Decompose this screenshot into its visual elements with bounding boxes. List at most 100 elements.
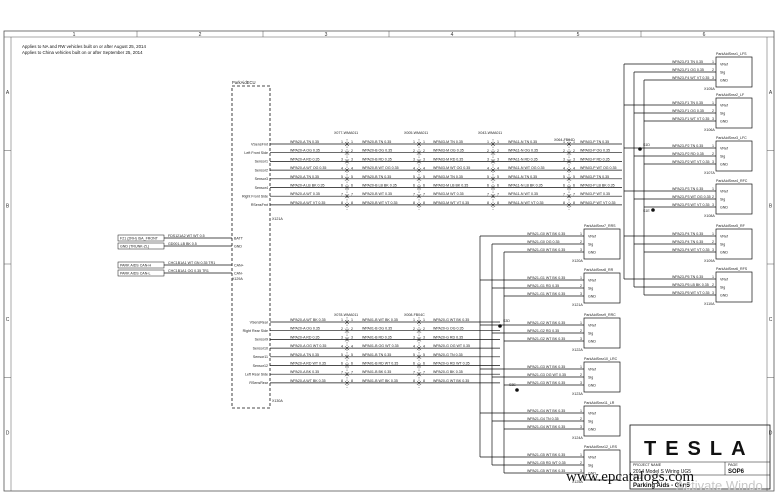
watermark-site: www.epcatalogs.com bbox=[566, 469, 694, 485]
wire-label: WPA03-M TN 0.35 bbox=[433, 140, 463, 144]
pin-number: 4 bbox=[563, 166, 565, 170]
title-label: TITLE bbox=[633, 476, 643, 480]
wire-label: WPA01-B TN 0.35 bbox=[362, 353, 391, 357]
rear-sensor-connector: X124A bbox=[572, 436, 583, 440]
rear-sensor-wire-label: WPA21-G1 WT BK 0.35 bbox=[527, 276, 565, 280]
pin-number: 4 bbox=[341, 166, 343, 170]
pin-number: 4 bbox=[487, 166, 489, 170]
wire-label: WPA20-G OG WT 0.35 bbox=[433, 344, 470, 348]
connector-pin bbox=[492, 176, 496, 181]
rear-sensor-name: ParkAidSnsr12_LRS bbox=[584, 445, 618, 449]
wire-label: WPA20-A WT 0.35 bbox=[290, 192, 320, 196]
pin-number: 1 bbox=[351, 318, 353, 322]
pin-number: 8 bbox=[351, 201, 353, 205]
pin-number: 6 bbox=[341, 184, 343, 188]
pin-number: 5 bbox=[351, 175, 353, 179]
rear-sensor-connector: X123A bbox=[572, 392, 583, 396]
power-wire-label: CHC1B1A1 WT GN 0.35 TR1 bbox=[168, 261, 215, 265]
wire-label: WPA20-A OG 0.35 bbox=[290, 149, 320, 153]
rear-sensor-pin-number: 3 bbox=[580, 425, 582, 429]
power-wire-label: FDS121A2 WT WT 0.5 bbox=[168, 234, 205, 238]
note-china: Applies to China vehicles built on or af… bbox=[22, 50, 143, 55]
front-sensor-wire-label: WPA23-P2 RD 0.35 bbox=[672, 152, 704, 156]
wire-label: WPA01-B RD WT 0.35 bbox=[362, 362, 398, 366]
wire-label: WPA11-N WT 0.35 bbox=[508, 192, 538, 196]
front-sensor-name: ParkAidSnsr1_LFS bbox=[716, 52, 747, 56]
splice-rear-1: S3D bbox=[503, 319, 510, 323]
rear-sensor-wire-label: WPA21-G3 WT BK 0.35 bbox=[527, 365, 565, 369]
rear-sensor-pin-label: VRef bbox=[588, 367, 596, 371]
zone-col-label: 3 bbox=[325, 32, 328, 38]
pin-number: 3 bbox=[413, 336, 415, 340]
connector-pin bbox=[418, 337, 422, 342]
rear-sensor-wire-label: WPA21-G4 TN 0.35 bbox=[527, 417, 559, 421]
note-na-rw: Applies to NA and RW vehicles built on o… bbox=[22, 44, 146, 49]
front-sensor-wire-label: WPA23-P4 WT VT 0.35 bbox=[672, 248, 710, 252]
pin-number: 6 bbox=[497, 184, 499, 188]
wire-label: WPA03-P LB BK 0.35 bbox=[580, 184, 615, 188]
pin-number: 8 bbox=[341, 379, 343, 383]
rear-sensor-pin-label: GND bbox=[588, 339, 596, 343]
pin-number: 1 bbox=[573, 140, 575, 144]
ecu-front-pin-label: RSensFrnt bbox=[251, 203, 268, 207]
front-sensor-connector: X109A bbox=[704, 259, 715, 263]
ecu-rear-pin-label: Sensor9 bbox=[255, 338, 268, 342]
front-sensor-pin-label: VRef bbox=[720, 146, 728, 150]
pin-number: 4 bbox=[423, 166, 425, 170]
pin-number: 3 bbox=[423, 336, 425, 340]
pin-number: 6 bbox=[341, 362, 343, 366]
ecu-power-pin-label: BATT bbox=[234, 236, 244, 240]
wire-label: WPA01-B RD 0.35 bbox=[362, 335, 392, 339]
front-sensor-connector: X106A bbox=[704, 128, 715, 132]
zone-row-label: B bbox=[769, 203, 773, 209]
wire-label: WPA11-N TN 0.35 bbox=[508, 140, 537, 144]
wire-label: WPA03-M TN 0.35 bbox=[433, 175, 463, 179]
pin-number: 5 bbox=[341, 175, 343, 179]
pin-number: 1 bbox=[487, 140, 489, 144]
front-sensor-pin-number: 3 bbox=[712, 248, 714, 252]
ecu-power-pin-label: GND bbox=[234, 244, 242, 248]
rear-sensor-wire-label: WPA21-G4 WT BK 0.35 bbox=[527, 425, 565, 429]
pin-number: 3 bbox=[487, 158, 489, 162]
pin-number: 1 bbox=[351, 140, 353, 144]
ecu-rear-pin-label: Left Rear Side bbox=[245, 373, 268, 377]
front-sensor-pin-number: 3 bbox=[712, 76, 714, 80]
pin-number: 5 bbox=[497, 175, 499, 179]
pin-number: 1 bbox=[341, 318, 343, 322]
wire-label: WPA01-B WT BK 0.35 bbox=[362, 379, 398, 383]
wire-label: WPA20-G RD WT 0.35 bbox=[433, 362, 470, 366]
pin-number: 8 bbox=[497, 201, 499, 205]
power-wire-label: CHC1B1A1 OG 0.35 TR1 bbox=[168, 269, 209, 273]
rear-sensor-pin-number: 2 bbox=[580, 240, 582, 244]
front-sensor-pin-label: Sig bbox=[720, 154, 725, 158]
front-sensor-pin-number: 3 bbox=[712, 291, 714, 295]
front-sensor-pin-label: Sig bbox=[720, 111, 725, 115]
pin-number: 5 bbox=[351, 353, 353, 357]
front-sensor-connector: X105A bbox=[704, 87, 715, 91]
front-sensor-pin-number: 2 bbox=[712, 109, 714, 113]
wire-label: WPA20-B WT 0.35 bbox=[362, 192, 392, 196]
front-sensor-pin-label: VRef bbox=[720, 103, 728, 107]
rear-sensor-wire-label: WPA21-G1 RD 0.35 bbox=[527, 284, 559, 288]
pin-number: 5 bbox=[423, 353, 425, 357]
pin-number: 7 bbox=[341, 192, 343, 196]
pin-number: 6 bbox=[487, 184, 489, 188]
front-sensor-pin-label: Sig bbox=[720, 285, 725, 289]
ecu-conn-power: X129A bbox=[232, 277, 243, 281]
ecu-power-pin-label: CAN- bbox=[234, 271, 244, 275]
pin-number: 1 bbox=[413, 318, 415, 322]
rear-sensor-connector: X122A bbox=[572, 348, 583, 352]
wire-label: WPA20-B RD 0.35 bbox=[362, 157, 392, 161]
splice-dot bbox=[498, 324, 502, 328]
pin-number: 1 bbox=[497, 140, 499, 144]
zone-row-label: D bbox=[769, 430, 773, 436]
wire-label: WPA03-P WT OG 0.35 bbox=[580, 166, 617, 170]
pin-number: 8 bbox=[423, 379, 425, 383]
wire-label: WPA20-G TN 0.35 bbox=[433, 353, 463, 357]
pin-number: 7 bbox=[573, 192, 575, 196]
front-sensor-pin-number: 1 bbox=[712, 144, 714, 148]
ecu-front-pin-label: Right Front Side bbox=[242, 195, 268, 199]
power-source-label: F21 (2RH) ISA_FRONT bbox=[120, 236, 159, 240]
